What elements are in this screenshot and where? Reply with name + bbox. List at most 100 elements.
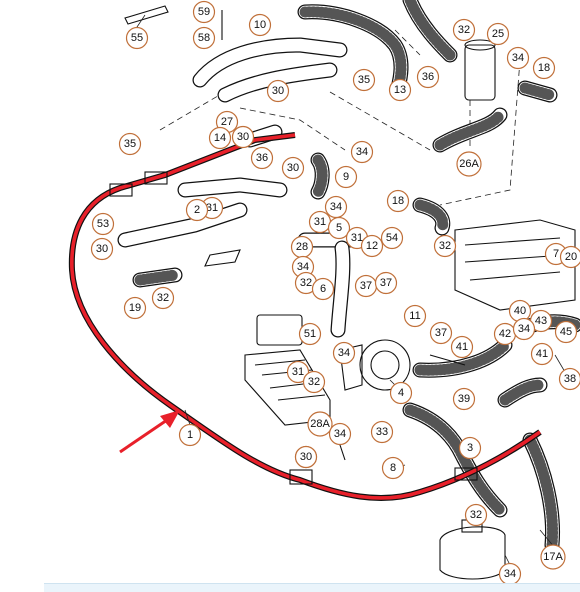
callout-19: 19 [125,298,146,319]
callout-label: 5 [336,222,342,234]
callout-label: 51 [304,328,316,340]
callout-label: 32 [308,376,320,388]
callout-20: 20 [561,247,580,268]
callout-label: 34 [356,146,368,158]
callout-34: 34 [508,48,529,69]
callout-37: 37 [356,276,377,297]
callout-12: 12 [362,236,383,257]
callout-label: 34 [504,568,516,580]
callout-59: 59 [194,2,215,23]
callout-34: 34 [500,564,521,585]
callout-label: 33 [376,426,388,438]
callout-54: 54 [382,228,403,249]
callout-38: 38 [560,369,580,390]
callout-10: 10 [250,15,271,36]
callout-33: 33 [372,422,393,443]
callout-25: 25 [488,24,509,45]
callout-3: 3 [460,438,481,459]
callout-label: 12 [366,240,378,252]
callout-label: 31 [351,232,363,244]
callout-label: 28A [310,418,330,430]
callout-label: 41 [536,348,548,360]
callout-2: 2 [187,200,208,221]
callout-label: 34 [512,52,524,64]
callout-label: 30 [300,451,312,463]
callout-label: 13 [394,84,406,96]
callout-30: 30 [268,81,289,102]
callout-label: 30 [96,243,108,255]
callout-58: 58 [194,28,215,49]
callout-32: 32 [304,372,325,393]
callout-label: 37 [360,280,372,292]
callout-35: 35 [120,134,141,155]
callout-32: 32 [454,20,475,41]
callout-label: 27 [221,116,233,128]
callout-32: 32 [435,236,456,257]
callout-label: 41 [456,341,468,353]
callout-label: 36 [422,71,434,83]
callout-label: 37 [435,327,447,339]
callout-label: 17A [543,551,563,563]
pointer-arrow [120,410,180,452]
callout-30: 30 [283,158,304,179]
callout-34: 34 [326,197,347,218]
callout-4: 4 [391,383,412,404]
callout-label: 26A [459,158,479,170]
callout-label: 54 [386,232,398,244]
callout-6: 6 [313,279,334,300]
callout-label: 30 [237,131,249,143]
callout-label: 34 [330,201,342,213]
callout-51: 51 [300,324,321,345]
callout-28: 28 [292,237,313,258]
callout-label: 32 [458,24,470,36]
callout-label: 31 [314,216,326,228]
callout-label: 35 [124,138,136,150]
callout-label: 25 [492,28,504,40]
callout-label: 18 [538,62,550,74]
callout-label: 30 [287,162,299,174]
callout-31: 31 [310,212,331,233]
callout-label: 10 [254,19,266,31]
callout-37: 37 [431,323,452,344]
callout-label: 32 [157,292,169,304]
callout-label: 7 [553,248,559,260]
callout-28A: 28A [308,412,332,436]
callout-label: 39 [458,393,470,405]
callout-14: 14 [210,128,231,149]
callout-34: 34 [352,142,373,163]
callout-label: 8 [390,462,396,474]
callout-40: 40 [510,301,531,322]
callout-label: 31 [292,366,304,378]
callout-label: 30 [272,85,284,97]
callout-1: 1 [180,425,201,446]
callout-label: 20 [565,251,577,263]
callout-34: 34 [330,424,351,445]
callout-label: 14 [214,132,226,144]
callout-18: 18 [534,58,555,79]
callout-label: 4 [398,387,404,399]
callout-32: 32 [466,505,487,526]
callout-label: 43 [535,315,547,327]
callout-label: 32 [470,509,482,521]
callout-34: 34 [514,319,535,340]
callout-label: 37 [380,277,392,289]
callout-39: 39 [454,389,475,410]
callout-18: 18 [388,191,409,212]
callout-35: 35 [354,70,375,91]
callout-label: 2 [194,204,200,216]
callout-41: 41 [452,337,473,358]
callout-label: 35 [358,74,370,86]
callout-label: 28 [296,241,308,253]
callout-label: 3 [467,442,473,454]
callout-label: 1 [187,429,193,441]
callout-37: 37 [376,273,397,294]
callout-42: 42 [495,324,516,345]
callout-label: 59 [198,6,210,18]
callout-13: 13 [390,80,411,101]
callout-45: 45 [556,322,577,343]
callout-17A: 17A [541,545,565,569]
callout-32: 32 [153,288,174,309]
callout-8: 8 [383,458,404,479]
callout-label: 40 [514,305,526,317]
